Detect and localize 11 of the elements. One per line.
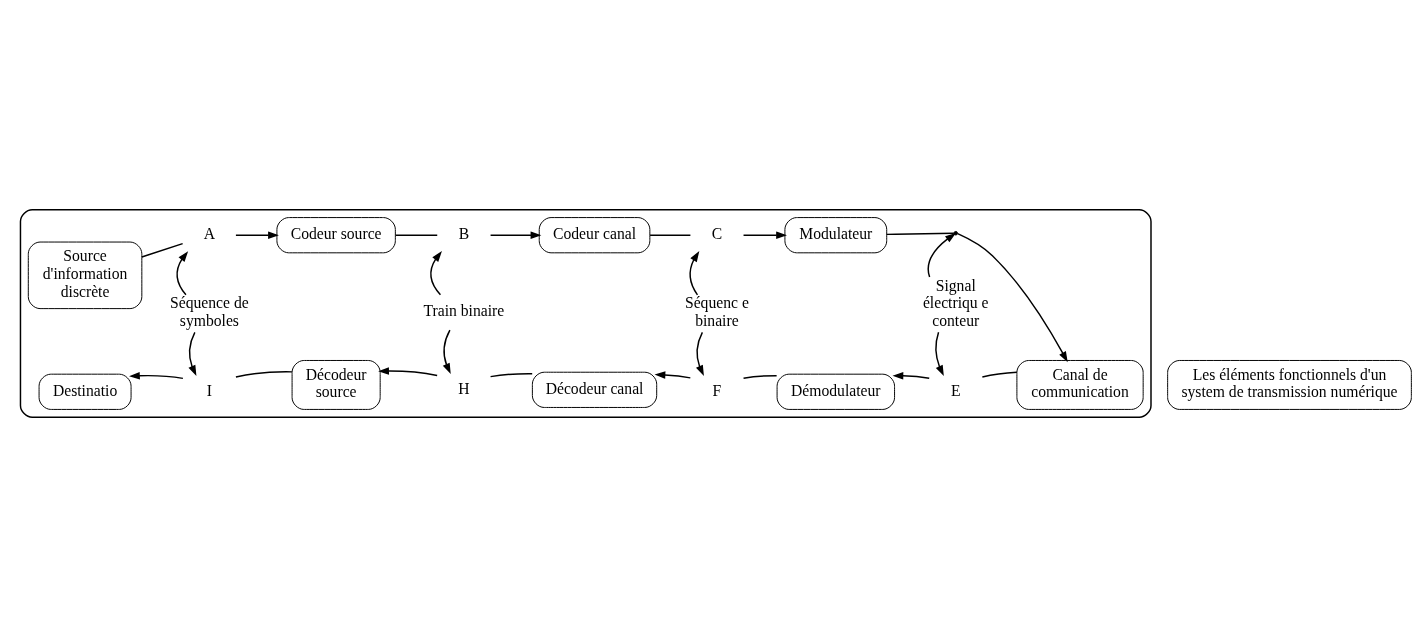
node-text: F [712,381,722,399]
node-text: Séquenc e binaire [684,294,749,330]
node-text: A [203,224,216,242]
node-text: Train binaire [423,302,505,320]
node-text: C [711,224,723,242]
node-text: I [206,381,212,399]
node-text: H [458,379,470,397]
node-text: Séquence de symboles [170,294,249,330]
node-text: E [950,381,961,399]
node-text: B [458,224,470,242]
node-text: Signal électriqu e conteur [922,276,989,330]
